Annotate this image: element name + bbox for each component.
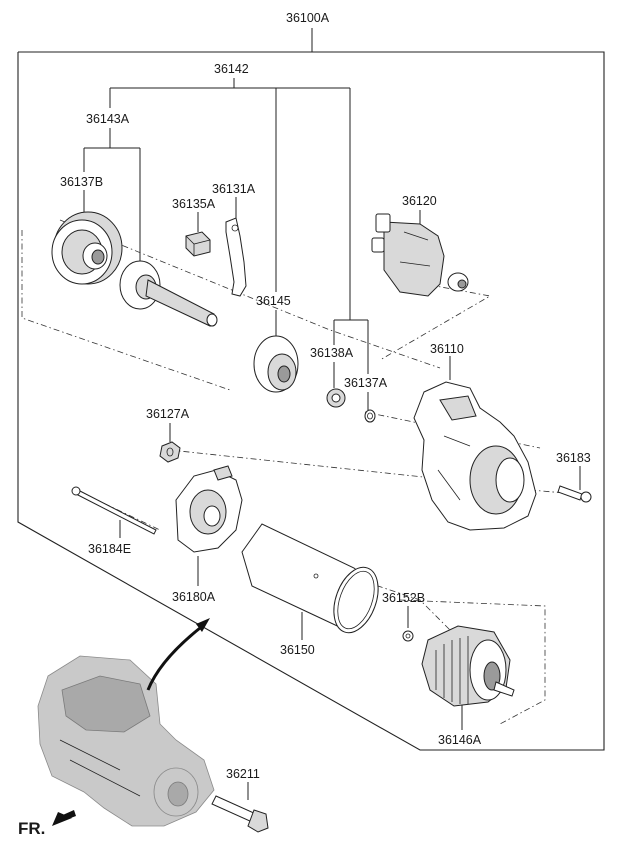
part-36145-pinion: [253, 335, 299, 393]
part-labels: 36100A 36142 36143A 36137B 36135A 36131A…: [60, 11, 591, 781]
label-36137a: 36137A: [344, 376, 388, 390]
label-36183: 36183: [556, 451, 591, 465]
assembly-frame: [17, 28, 605, 751]
part-36152b-washer: [402, 630, 414, 642]
front-arrow-icon: [52, 810, 76, 826]
front-direction-indicator: FR.: [18, 810, 76, 838]
part-36131a-lever: [225, 217, 247, 297]
label-36211: 36211: [226, 767, 260, 781]
label-36100a: 36100A: [286, 11, 330, 25]
label-36142: 36142: [214, 62, 249, 76]
part-36184e-bolt: [71, 486, 157, 535]
label-36143a: 36143A: [86, 112, 130, 126]
part-36150-yoke: [241, 523, 379, 634]
label-36120: 36120: [402, 194, 437, 208]
label-36150: 36150: [280, 643, 315, 657]
leader-lines: [83, 78, 581, 800]
part-36146a-armature: [421, 625, 515, 707]
part-36180a-brush-holder: [175, 465, 243, 553]
fr-label: FR.: [18, 819, 45, 838]
part-36137b-clutch: [51, 211, 123, 285]
label-36131a: 36131A: [212, 182, 256, 196]
part-36138a-washer: [326, 388, 346, 408]
label-36127a: 36127A: [146, 407, 190, 421]
centerlines: [21, 219, 566, 725]
part-36137a-ring: [364, 409, 376, 423]
part-36211-bolt: [211, 795, 269, 833]
part-36127a-nut: [159, 441, 181, 463]
part-36183-bolt: [557, 485, 592, 503]
label-36180a: 36180A: [172, 590, 216, 604]
part-36143a-shaft: [119, 260, 218, 327]
label-36137b: 36137B: [60, 175, 103, 189]
part-36135a-block: [185, 231, 211, 257]
label-36145: 36145: [256, 294, 291, 308]
label-36152b: 36152B: [382, 591, 425, 605]
assembled-starter-illustration: [37, 618, 215, 827]
label-36146a: 36146A: [438, 733, 482, 747]
label-36135a: 36135A: [172, 197, 216, 211]
label-36110: 36110: [430, 342, 464, 356]
label-36184e: 36184E: [88, 542, 131, 556]
label-36138a: 36138A: [310, 346, 354, 360]
part-36110-housing: [413, 381, 537, 531]
part-36120-solenoid: [371, 213, 469, 297]
